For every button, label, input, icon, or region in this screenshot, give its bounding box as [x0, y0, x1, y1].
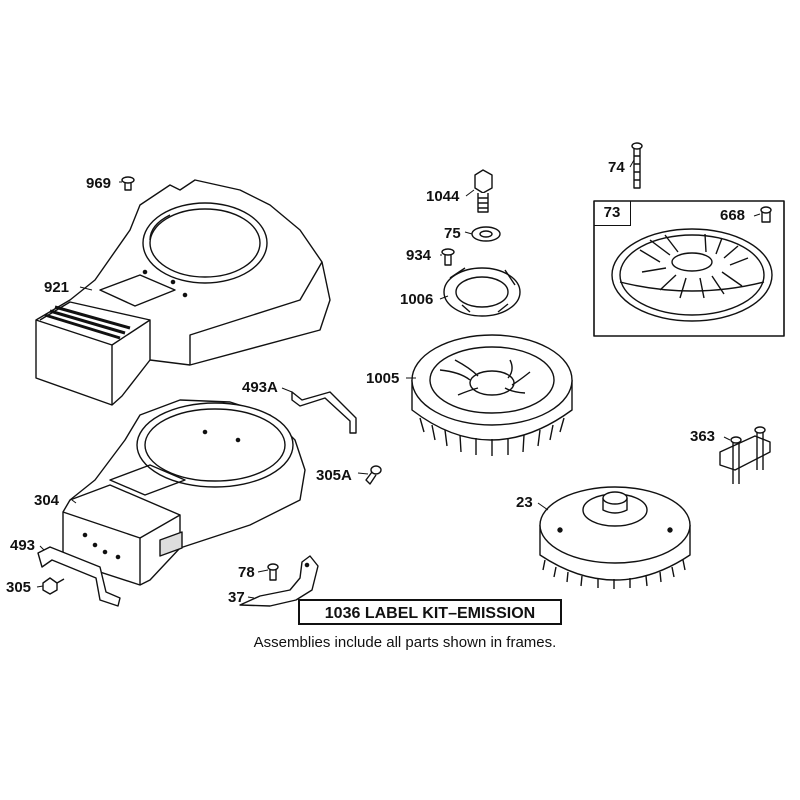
part-969-screw — [121, 176, 135, 191]
callout-493A: 493A — [242, 379, 278, 396]
part-668-screw — [760, 206, 772, 223]
part-363-bracket — [719, 426, 771, 484]
callout-37: 37 — [228, 589, 245, 606]
leader-lines — [36, 159, 761, 599]
callout-969: 969 — [86, 175, 112, 192]
callout-493: 493 — [10, 537, 36, 554]
callout-78: 78 — [238, 564, 255, 581]
callout-668: 668 — [720, 207, 746, 224]
callout-75: 75 — [444, 225, 461, 242]
callout-305: 305 — [6, 579, 32, 596]
callout-23: 23 — [516, 494, 533, 511]
part-78-screw — [267, 563, 279, 581]
part-921-blower-housing — [35, 179, 331, 406]
part-1044-bolt — [474, 169, 493, 213]
callout-1044: 1044 — [426, 188, 460, 205]
part-934-screw — [441, 248, 455, 266]
part-305A-screw — [365, 465, 382, 485]
callout-305A: 305A — [316, 467, 352, 484]
part-1005-fan — [411, 334, 573, 456]
callout-1005: 1005 — [366, 370, 400, 387]
part-23-flywheel — [539, 486, 691, 589]
part-75-washer — [471, 226, 501, 242]
callout-1006: 1006 — [400, 291, 434, 308]
part-1006-starter-cup — [443, 267, 521, 317]
callout-73: 73 — [594, 201, 631, 226]
part-74-bolt — [631, 142, 643, 189]
callout-74: 74 — [608, 159, 625, 176]
callout-921: 921 — [44, 279, 70, 296]
part-73-rotating-screen — [611, 228, 773, 322]
callout-934: 934 — [406, 247, 432, 264]
part-304-blower-housing — [62, 399, 306, 586]
part-493A-bracket — [291, 391, 357, 434]
assembly-note: Assemblies include all parts shown in fr… — [253, 634, 557, 651]
label-kit-box: 1036 LABEL KIT–EMISSION — [298, 599, 562, 625]
callout-304: 304 — [34, 492, 60, 509]
assembly-frame-73 — [593, 200, 785, 337]
part-305-screw — [42, 577, 65, 595]
part-493-bracket — [37, 546, 121, 607]
callout-363: 363 — [690, 428, 716, 445]
part-37-air-vane — [239, 555, 319, 607]
